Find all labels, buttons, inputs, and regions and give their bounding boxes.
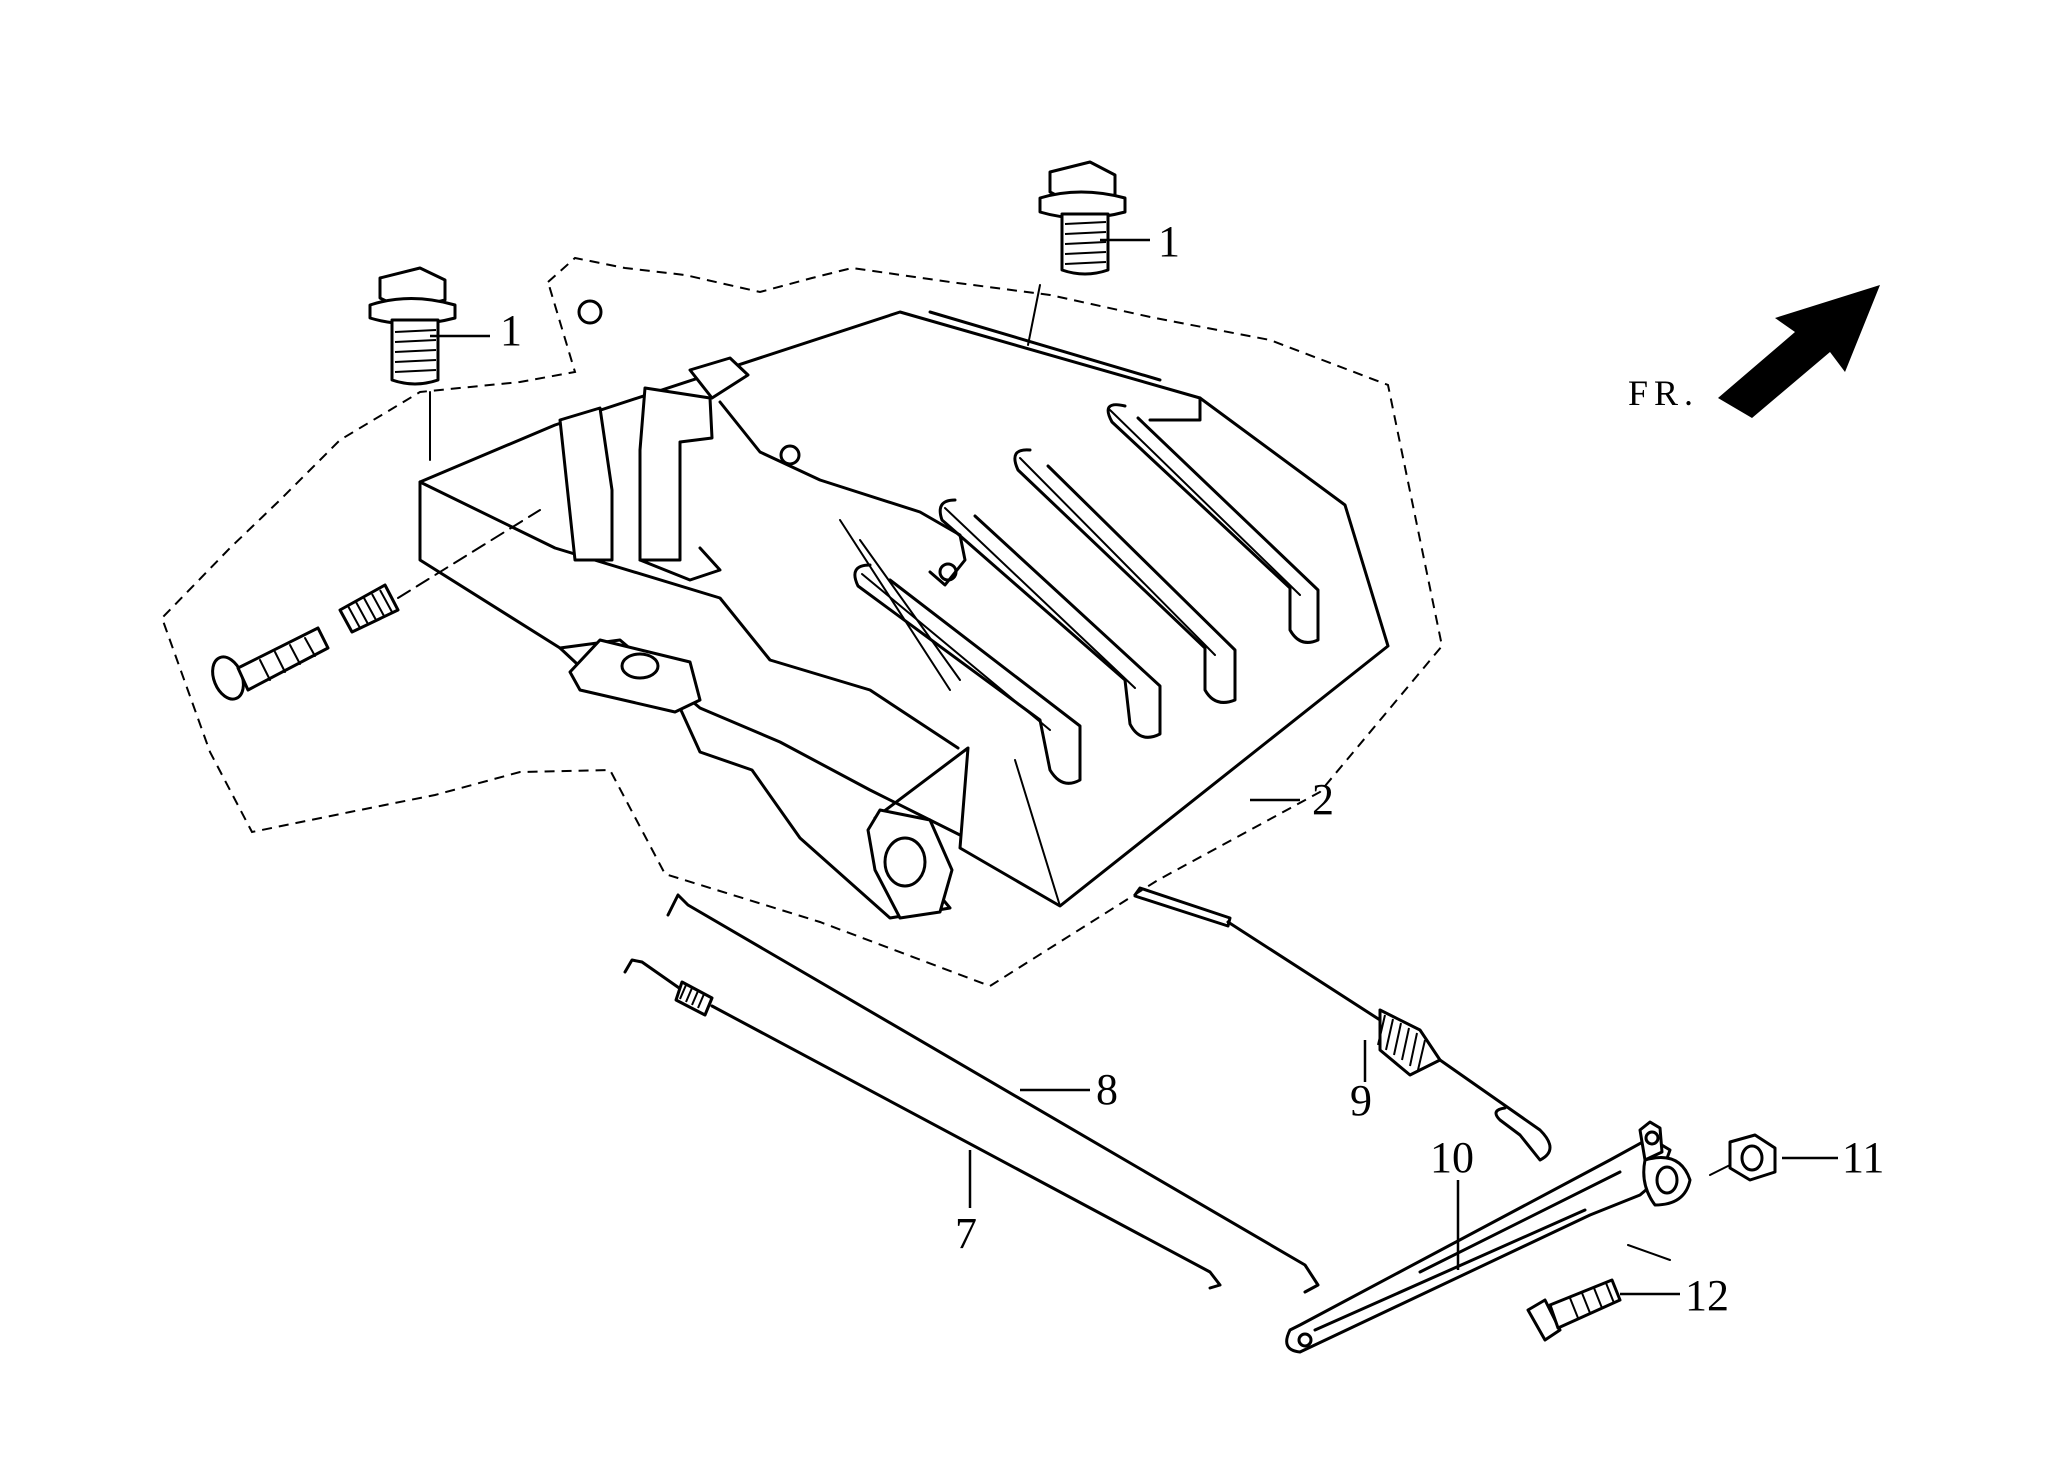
flange-bolt-left: [368, 266, 490, 461]
bolt-12: [1526, 1244, 1680, 1342]
callout-bolt-left: 1: [500, 306, 522, 355]
callout-spring-9: 9: [1350, 1076, 1372, 1125]
callout-plate: 2: [1312, 775, 1334, 824]
callout-lever-10: 10: [1430, 1133, 1474, 1182]
callout-bolt-top: 1: [1158, 217, 1180, 266]
flange-bolt-top: [1027, 160, 1150, 346]
lever-10: [1285, 1120, 1692, 1354]
callout-rod-8: 8: [1096, 1065, 1118, 1114]
rod-8: [666, 893, 1320, 1294]
callout-bolt-12: 12: [1685, 1271, 1729, 1320]
control-plate: [418, 299, 1390, 920]
front-direction-arrow-icon: [1718, 285, 1880, 418]
rod-7: [623, 958, 1222, 1290]
nut-11: [1709, 1133, 1838, 1182]
assembly-outline: [160, 256, 1444, 988]
plate-slots: [853, 403, 1320, 785]
callout-nut-11: 11: [1842, 1133, 1884, 1182]
direction-label: FR.: [1628, 373, 1699, 413]
adjusting-screw: [211, 509, 541, 701]
callout-rod-7: 7: [955, 1209, 977, 1258]
spring-9: [1133, 886, 1552, 1162]
